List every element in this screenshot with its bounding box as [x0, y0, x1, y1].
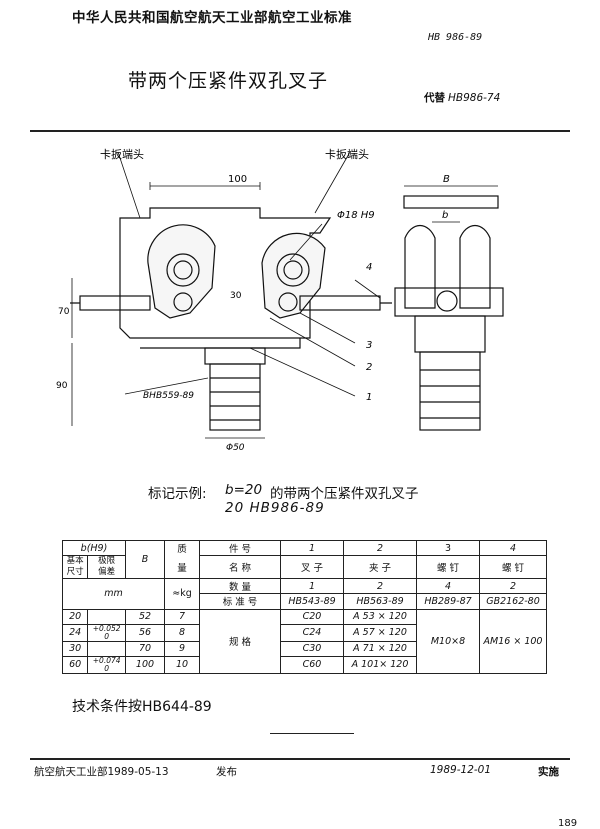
end-rule: [270, 733, 354, 734]
dim-30: 30: [230, 291, 242, 301]
callout-3: 3: [366, 340, 372, 351]
part-4-qty: 2: [479, 578, 547, 595]
row-4-kg: 10: [164, 655, 200, 674]
marking-example-label: 标记示例:: [148, 486, 207, 502]
row-1-b: 20: [61, 608, 89, 625]
th-spec: 规 格: [199, 608, 281, 674]
spec-table: b(H9) B 质 件 号 1 2 3 4 基本 尺寸 极限 偏差 量 名 称 …: [61, 539, 547, 674]
implementation-label: 实施: [538, 766, 559, 778]
row-3-dev: [87, 640, 126, 657]
row-2-p2: A 57 × 120: [343, 623, 417, 642]
row-4-b: 60: [61, 655, 89, 674]
dim-phi50: Φ50: [226, 443, 245, 453]
row-3-p1: C30: [280, 640, 344, 657]
marking-code: 20 HB986-89: [225, 500, 325, 516]
row-3-p2: A 71 × 120: [343, 640, 417, 657]
th-mass: 质: [164, 539, 200, 556]
issuer-date: 航空航天工业部1989-05-13: [34, 766, 169, 778]
part-2-qty: 2: [343, 578, 417, 595]
dim-phi18: Φ18 H9: [337, 210, 375, 221]
issue-label: 发布: [216, 766, 237, 778]
th-mass2: 量: [164, 555, 200, 580]
part-3-qty: 4: [416, 578, 480, 595]
row-3-b: 30: [61, 640, 89, 657]
row-2-kg: 8: [164, 623, 200, 642]
callout-1: 1: [366, 392, 372, 403]
replaces-number: HB986-74: [448, 92, 501, 104]
org-standard-header: 中华人民共和国航空航天工业部航空工业标准: [72, 10, 352, 26]
row-1-kg: 7: [164, 608, 200, 625]
dim-b: b: [442, 210, 448, 221]
part-4-std: GB2162-80: [479, 593, 547, 610]
right-clamp-label: 卡扳端头: [325, 147, 369, 161]
part-4-name: 螺 钉: [479, 555, 547, 580]
p3-spec: M10×8: [416, 608, 480, 674]
dim-100: 100: [228, 174, 247, 185]
footer-rule: [30, 758, 570, 760]
dim-90: 90: [56, 381, 68, 391]
document-title: 带两个压紧件双孔叉子: [128, 70, 329, 92]
replaces-label: 代替: [424, 92, 445, 104]
standard-number: HB 986-89: [428, 32, 483, 43]
row-3-kg: 9: [164, 640, 200, 657]
header-rule: [30, 130, 570, 132]
row-2-p1: C24: [280, 623, 344, 642]
ref-bhb: BHB559-89: [143, 391, 194, 401]
callout-2: 2: [366, 362, 372, 373]
row-2-b: 24: [61, 623, 89, 642]
row-1-p2: A 53 × 120: [343, 608, 417, 625]
part-1-qty: 1: [280, 578, 344, 595]
th-qty: 数 量: [199, 578, 281, 595]
implementation-date: 1989-12-01: [430, 764, 492, 776]
row-4-p2: A 101× 120: [343, 655, 417, 674]
row-4-dev: +0.074 0: [87, 655, 126, 674]
part-2-name: 夹 子: [343, 555, 417, 580]
callout-4: 4: [366, 262, 372, 273]
part-4-no: 4: [479, 539, 547, 557]
page-number: 189: [558, 818, 578, 829]
marking-description: 的带两个压紧件双孔叉子: [270, 486, 419, 502]
row-3-B: 70: [125, 640, 165, 657]
row-4-B: 100: [125, 655, 165, 674]
dim-70: 70: [58, 307, 70, 317]
left-clamp-label: 卡扳端头: [100, 147, 144, 161]
part-1-std: HB543-89: [280, 593, 344, 610]
part-3-no: 3: [416, 539, 480, 557]
part-1-no: 1: [280, 539, 344, 557]
part-1-name: 叉 子: [280, 555, 344, 580]
technical-requirements: 技术条件按HB644-89: [72, 699, 212, 715]
part-2-std: HB563-89: [343, 593, 417, 610]
row-2-B: 56: [125, 623, 165, 642]
row-1-dev: [87, 608, 126, 625]
marking-b-value: b=20: [225, 482, 263, 498]
th-name: 名 称: [199, 555, 281, 580]
row-1-p1: C20: [280, 608, 344, 625]
th-limit-dev: 极限 偏差: [87, 555, 126, 580]
th-B: B: [125, 539, 165, 580]
row-4-p1: C60: [280, 655, 344, 674]
part-3-name: 螺 钉: [416, 555, 480, 580]
row-2-dev: +0.052 0: [87, 623, 126, 642]
th-basic-size: 基本 尺寸: [61, 555, 89, 580]
row-1-B: 52: [125, 608, 165, 625]
th-kg: ≈kg: [164, 578, 200, 610]
th-part-no: 件 号: [199, 539, 281, 557]
part-2-no: 2: [343, 539, 417, 557]
dim-B: B: [443, 174, 450, 185]
th-b-h9: b(H9): [62, 539, 126, 557]
th-std: 标 准 号: [199, 593, 281, 610]
th-mm: mm: [62, 578, 165, 610]
part-3-std: HB289-87: [416, 593, 480, 610]
p4-spec: AM16 × 100: [479, 608, 547, 674]
technical-drawing: 卡扳端头 卡扳端头 100 B Φ18 H9 b 70 30 90 Φ50 BH…: [56, 147, 504, 453]
